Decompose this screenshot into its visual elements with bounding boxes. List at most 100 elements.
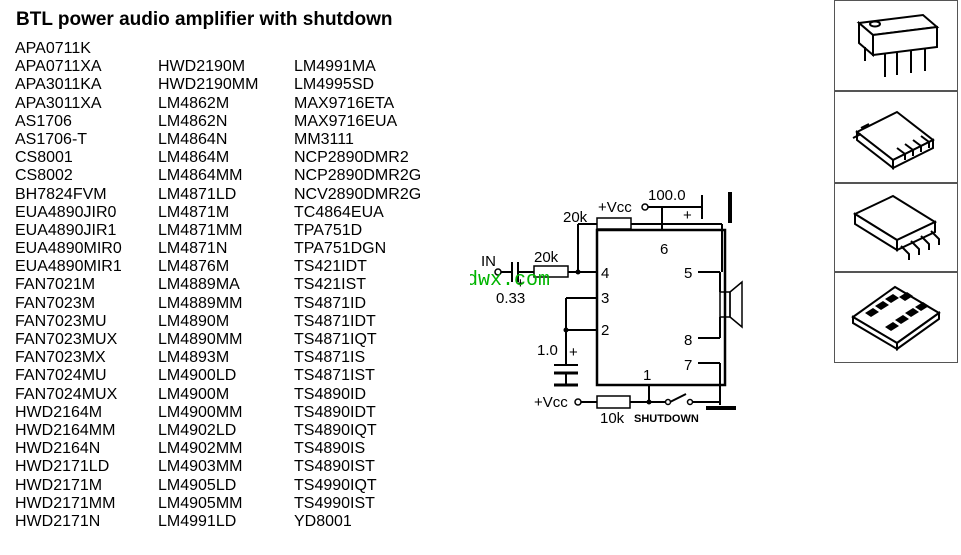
part-number: LM4889MM <box>158 294 243 312</box>
part-number: FAN7024MU <box>15 367 107 385</box>
part-number: HWD2171N <box>15 512 101 530</box>
part-number: LM4991MA <box>294 58 376 76</box>
page-title: BTL power audio amplifier with shutdown <box>16 9 393 30</box>
input-label: IN <box>481 253 496 270</box>
part-number <box>158 40 258 58</box>
part-number: LM4900LD <box>158 367 237 385</box>
part-number: HWD2190M <box>158 58 246 76</box>
part-number: MM3111 <box>294 130 354 148</box>
r-feedback <box>596 217 632 230</box>
part-number: HWD2171MM <box>15 494 116 512</box>
part-number: FAN7023MU <box>15 312 107 330</box>
part-number: APA3011KA <box>15 76 102 94</box>
part-number: APA0711K <box>15 40 91 57</box>
r-shutdown-label: 10k <box>600 410 625 427</box>
part-number: TS4871ID <box>294 294 367 312</box>
pin-4-label: 4 <box>601 265 609 282</box>
input-cap-plus: + <box>516 275 525 292</box>
cap-100-value: 100.0 <box>648 187 686 204</box>
part-number: LM4902LD <box>158 421 237 439</box>
vcc-bottom-label: +Vcc <box>534 394 568 411</box>
part-number: FAN7023MUX <box>15 331 118 348</box>
pin-3-label: 3 <box>601 290 609 307</box>
part-number: LM4864N <box>158 130 228 148</box>
r-shutdown <box>596 395 631 409</box>
part-number: EUA4890MIR0 <box>15 240 122 258</box>
package-so8 <box>834 183 958 272</box>
part-number: TS4871IQT <box>294 331 377 348</box>
cap-bypass-value: 1.0 <box>537 342 558 359</box>
part-number: AS1706-T <box>15 130 88 148</box>
part-number: LM4871N <box>158 240 228 258</box>
part-number: TS4890ID <box>294 385 367 403</box>
pin-8-label: 8 <box>684 332 692 349</box>
part-number: HWD2171LD <box>15 458 110 476</box>
vcc-top-label: +Vcc <box>598 199 632 216</box>
part-number: LM4871LD <box>158 185 237 203</box>
part-number <box>294 40 421 58</box>
part-number: LM4995SD <box>294 76 375 94</box>
pin-1-label: 1 <box>643 367 651 384</box>
part-number: APA0711XA <box>15 58 102 76</box>
package-msop8 <box>834 91 958 183</box>
part-number: TS4871IST <box>294 367 375 385</box>
so8-icon <box>852 194 940 260</box>
part-number: YD8001 <box>294 512 352 530</box>
part-number: MAX9716EUA <box>294 112 398 130</box>
package-llp8 <box>834 272 958 363</box>
part-number: HWD2190MM <box>158 76 259 94</box>
package-dip8 <box>834 0 958 91</box>
part-number: EUA4890JIR0 <box>15 203 117 221</box>
part-number: EUA4890MIR1 <box>15 258 122 276</box>
part-number: LM4864M <box>158 149 230 167</box>
amplifier-schematic: 6 4 3 2 5 8 7 1 +Vcc 100.0 + 20k IN + 0.… <box>470 187 743 427</box>
part-number: LM4905MM <box>158 494 243 512</box>
part-number: TS4890IQT <box>294 421 377 439</box>
part-number: LM4871MM <box>158 221 243 239</box>
part-number: TS4871IDT <box>294 312 376 330</box>
pin-7-label: 7 <box>684 357 692 374</box>
part-number: MAX9716ETA <box>294 94 395 112</box>
part-number: BH7824FVM <box>15 185 107 203</box>
input-cap-value: 0.33 <box>496 290 525 307</box>
r-input-label: 20k <box>534 249 559 266</box>
part-number: TS421IDT <box>294 258 367 276</box>
part-number: FAN7021M <box>15 276 96 294</box>
part-number: EUA4890JIR1 <box>15 221 117 239</box>
part-number: TS4871IS <box>294 349 366 367</box>
part-number: TS4890IDT <box>294 403 376 421</box>
part-number: CS8002 <box>15 167 73 185</box>
part-number: NCP2890DMR2 <box>294 149 409 167</box>
part-number: LM4991LD <box>158 512 237 530</box>
part-number: HWD2164MM <box>15 421 116 439</box>
part-number: LM4893M <box>158 349 230 367</box>
watermark: www.bjjdwx.com <box>470 269 550 292</box>
cap-100-plus: + <box>683 207 692 224</box>
part-number: NCP2890DMR2G <box>294 167 422 185</box>
part-number: LM4900M <box>158 385 230 403</box>
part-number: HWD2171M <box>15 476 103 494</box>
part-number: FAN7023M <box>15 294 96 312</box>
part-number: LM4890M <box>158 312 230 330</box>
pin-2-label: 2 <box>601 322 609 339</box>
r-feedback-label: 20k <box>563 209 588 226</box>
part-number: LM4871M <box>158 203 230 221</box>
pin-5-label: 5 <box>684 265 692 282</box>
part-number: CS8001 <box>15 149 73 167</box>
llp8-icon <box>851 285 941 351</box>
part-number: LM4862M <box>158 94 230 112</box>
cap-bypass-plus: + <box>569 344 578 361</box>
part-number: FAN7024MUX <box>15 385 118 403</box>
part-number: TS4890IST <box>294 458 375 476</box>
msop8-icon <box>852 110 935 171</box>
part-number: AS1706 <box>15 112 72 130</box>
pin-6-label: 6 <box>660 241 668 258</box>
part-number: TS421IST <box>294 276 367 294</box>
part-number: LM4876M <box>158 258 230 276</box>
part-number: LM4900MM <box>158 403 243 421</box>
part-number: APA3011XA <box>15 94 102 112</box>
part-number: TC4864EUA <box>294 203 384 221</box>
